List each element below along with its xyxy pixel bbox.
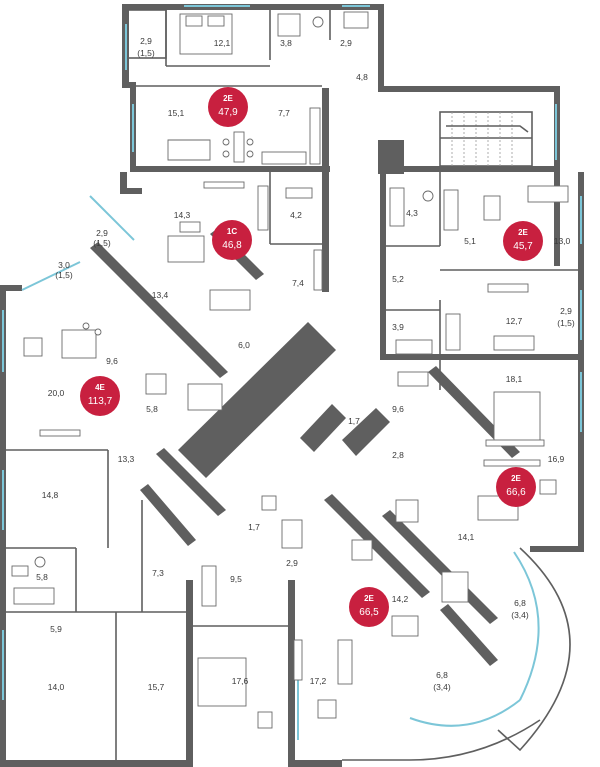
- room-area-label: 6,8: [514, 598, 526, 608]
- room-area-label: (3,4): [433, 682, 451, 692]
- room-area-label: 4,3: [406, 208, 418, 218]
- apartment-area: 46,8: [222, 240, 242, 251]
- room-area-label: 15,7: [148, 682, 165, 692]
- room-area-label: 14,8: [42, 490, 59, 500]
- room-area-label: 3,0: [58, 260, 70, 270]
- room-area-label: 12,1: [214, 38, 231, 48]
- apartment-area: 113,7: [88, 396, 113, 407]
- apartment-area: 47,9: [218, 107, 238, 118]
- room-area-label: 12,7: [506, 316, 523, 326]
- room-area-label: 6,8: [436, 670, 448, 680]
- furniture: [11, 11, 569, 729]
- room-area-label: 5,8: [36, 572, 48, 582]
- room-area-label: 7,4: [292, 278, 304, 288]
- room-area-label: 15,1: [168, 108, 185, 118]
- room-area-label: 3,9: [392, 322, 404, 332]
- apartment-badge-2e-47[interactable]: 2E 47,9: [208, 87, 248, 127]
- apartment-badge-2e-66-5[interactable]: 2E 66,5: [349, 587, 389, 627]
- room-area-label: 5,8: [146, 404, 158, 414]
- room-area-label: 14,1: [458, 532, 475, 542]
- apartment-badge-2e-45[interactable]: 2E 45,7: [503, 221, 543, 261]
- apartment-area: 66,5: [359, 607, 379, 618]
- room-area-label: 3,8: [280, 38, 292, 48]
- room-area-label: 17,2: [310, 676, 327, 686]
- room-area-label: 18,1: [506, 374, 523, 384]
- room-area-label: 4,2: [290, 210, 302, 220]
- room-area-label: 7,7: [278, 108, 290, 118]
- apartment-code: 2E: [511, 474, 521, 483]
- apartment-code: 1C: [227, 227, 237, 236]
- room-area-label: 13,0: [554, 236, 571, 246]
- diagonal-walls: [90, 228, 520, 666]
- apartment-area: 66,6: [506, 487, 526, 498]
- apartment-badges: 2E 47,9 1C 46,8 2E 45,7 4E 113,7 2E 66,6…: [80, 87, 543, 627]
- room-labels: 12,1 3,8 2,9 2,9 (1,5) 4,8 15,1 7,7 14,3…: [36, 36, 575, 692]
- room-area-label: 14,3: [174, 210, 191, 220]
- room-area-label: 2,8: [392, 450, 404, 460]
- room-area-label: 2,9: [560, 306, 572, 316]
- room-area-label: (3,4): [511, 610, 529, 620]
- outer-walls: [0, 4, 584, 767]
- staircase: [439, 111, 533, 167]
- apartment-code: 2E: [364, 594, 374, 603]
- room-area-label: 14,2: [392, 594, 409, 604]
- apartment-area: 45,7: [513, 241, 533, 252]
- room-area-label: 2,9: [340, 38, 352, 48]
- central-core: [178, 322, 390, 478]
- room-area-label: 4,8: [356, 72, 368, 82]
- windows: [2, 5, 582, 740]
- room-area-label: (1,5): [93, 238, 111, 248]
- room-area-label: (1,5): [55, 270, 73, 280]
- apartment-badge-4e[interactable]: 4E 113,7: [80, 376, 120, 416]
- room-area-label: 9,6: [106, 356, 118, 366]
- room-area-label: 9,5: [230, 574, 242, 584]
- room-area-label: 1,7: [348, 416, 360, 426]
- apartment-badge-1c[interactable]: 1C 46,8: [212, 220, 252, 260]
- room-area-label: 7,3: [152, 568, 164, 578]
- room-area-label: 2,9: [286, 558, 298, 568]
- room-area-label: 17,6: [232, 676, 249, 686]
- room-area-label: (1,5): [137, 48, 155, 58]
- room-area-label: 20,0: [48, 388, 65, 398]
- room-area-label: 14,0: [48, 682, 65, 692]
- room-area-label: (1,5): [557, 318, 575, 328]
- room-area-label: 13,4: [152, 290, 169, 300]
- room-area-label: 1,7: [248, 522, 260, 532]
- room-area-label: 5,9: [50, 624, 62, 634]
- room-area-label: 5,2: [392, 274, 404, 284]
- room-area-label: 5,1: [464, 236, 476, 246]
- room-area-label: 9,6: [392, 404, 404, 414]
- apartment-code: 2E: [518, 228, 528, 237]
- apartment-code: 2E: [223, 94, 233, 103]
- room-area-label: 16,9: [548, 454, 565, 464]
- apartment-code: 4E: [95, 383, 105, 392]
- balconies: [127, 9, 571, 761]
- room-area-label: 6,0: [238, 340, 250, 350]
- apartment-badge-2e-66-6[interactable]: 2E 66,6: [496, 467, 536, 507]
- room-area-label: 2,9: [96, 228, 108, 238]
- room-area-label: 2,9: [140, 36, 152, 46]
- room-area-label: 13,3: [118, 454, 135, 464]
